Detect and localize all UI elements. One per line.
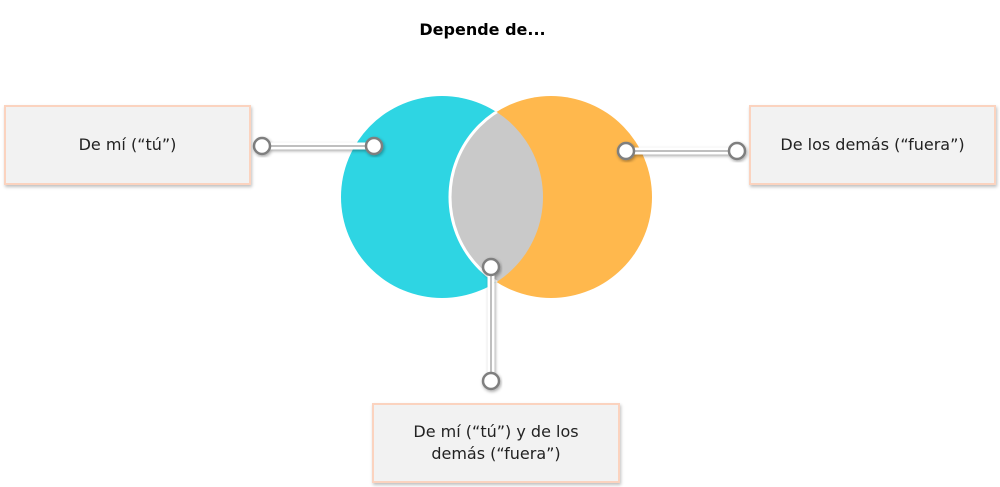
label-box-both: De mí (“tú”) y de los demás (“fuera”) [372,403,620,483]
connector-bottom [481,257,501,391]
label-both-text: De mí (“tú”) y de los demás (“fuera”) [413,422,579,463]
label-others-text: De los demás (“fuera”) [780,135,965,155]
connector-right [616,141,747,161]
label-box-others: De los demás (“fuera”) [749,105,996,185]
connector-left [252,136,384,156]
label-box-self: De mí (“tú”) [4,105,251,185]
label-self-text: De mí (“tú”) [78,135,177,155]
venn-intersection [448,96,543,298]
diagram-title: Depende de... [419,20,546,39]
